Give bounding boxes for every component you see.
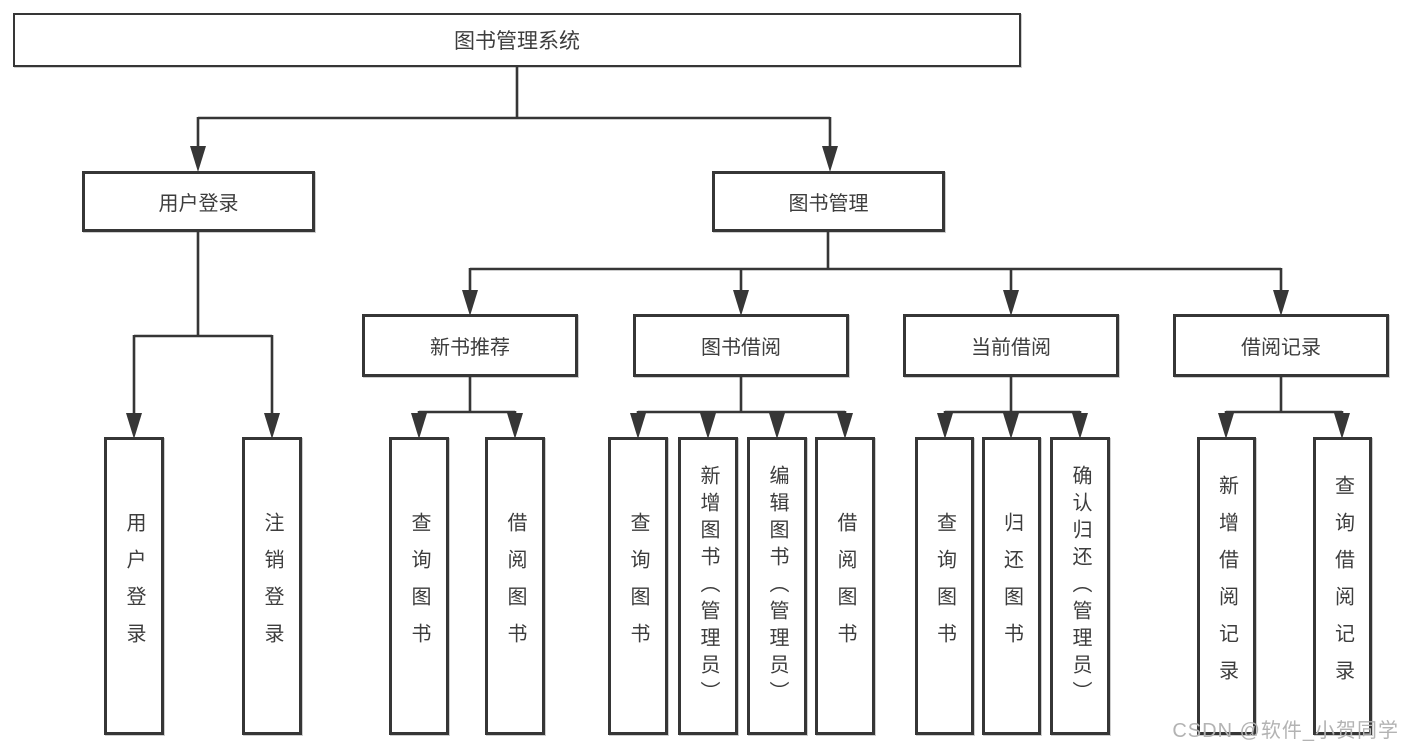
leaf-borrow-books: 借阅图书 [815, 437, 875, 735]
leaf-edit-book-admin: 编辑图书（管理员） [747, 437, 807, 735]
node-label: 查询图书 [933, 512, 956, 660]
node-label: 用户登录 [123, 512, 145, 660]
node-label: 查询借阅记录 [1331, 475, 1354, 697]
node-book-management: 图书管理 [712, 171, 945, 232]
leaf-return-book: 归还图书 [982, 437, 1041, 735]
node-label: 查询图书 [627, 512, 649, 660]
node-label: 当前借阅 [971, 337, 1051, 359]
node-new-book-recommend: 新书推荐 [362, 314, 578, 377]
node-label: 确认归还（管理员） [1069, 464, 1091, 708]
node-label: 借阅记录 [1241, 337, 1321, 359]
csdn-watermark: CSDN @软件_小贺同学 [1172, 720, 1399, 742]
node-label: 注销登录 [261, 512, 283, 660]
node-label: 新增借阅记录 [1215, 475, 1238, 697]
node-label: 查询图书 [408, 512, 430, 660]
node-label: 新增图书（管理员） [697, 464, 719, 708]
leaf-query-books-current: 查询图书 [915, 437, 974, 735]
node-label: 图书管理 [788, 193, 869, 215]
node-root-system: 图书管理系统 [13, 13, 1021, 67]
leaf-confirm-return-admin: 确认归还（管理员） [1050, 437, 1110, 735]
node-label: 归还图书 [1000, 512, 1023, 660]
leaf-add-book-admin: 新增图书（管理员） [678, 437, 738, 735]
node-borrow-records: 借阅记录 [1173, 314, 1389, 377]
leaf-add-borrow-record: 新增借阅记录 [1197, 437, 1256, 735]
node-label: 借阅图书 [834, 512, 856, 660]
node-book-borrow: 图书借阅 [633, 314, 849, 377]
node-user-login: 用户登录 [82, 171, 315, 232]
node-label: 新书推荐 [430, 337, 510, 359]
leaf-borrow-books-recommend: 借阅图书 [485, 437, 545, 735]
node-label: 用户登录 [158, 193, 239, 215]
node-label: 图书管理系统 [454, 30, 580, 53]
leaf-logout: 注销登录 [242, 437, 302, 735]
node-current-borrow: 当前借阅 [903, 314, 1119, 377]
arrowhead-icons [126, 146, 1350, 439]
node-label: 图书借阅 [701, 337, 781, 359]
leaf-query-borrow-record: 查询借阅记录 [1313, 437, 1372, 735]
node-label: 借阅图书 [504, 512, 526, 660]
leaf-query-books-recommend: 查询图书 [389, 437, 449, 735]
leaf-user-login: 用户登录 [104, 437, 164, 735]
node-label: 编辑图书（管理员） [766, 464, 788, 708]
leaf-query-books-borrow: 查询图书 [608, 437, 668, 735]
